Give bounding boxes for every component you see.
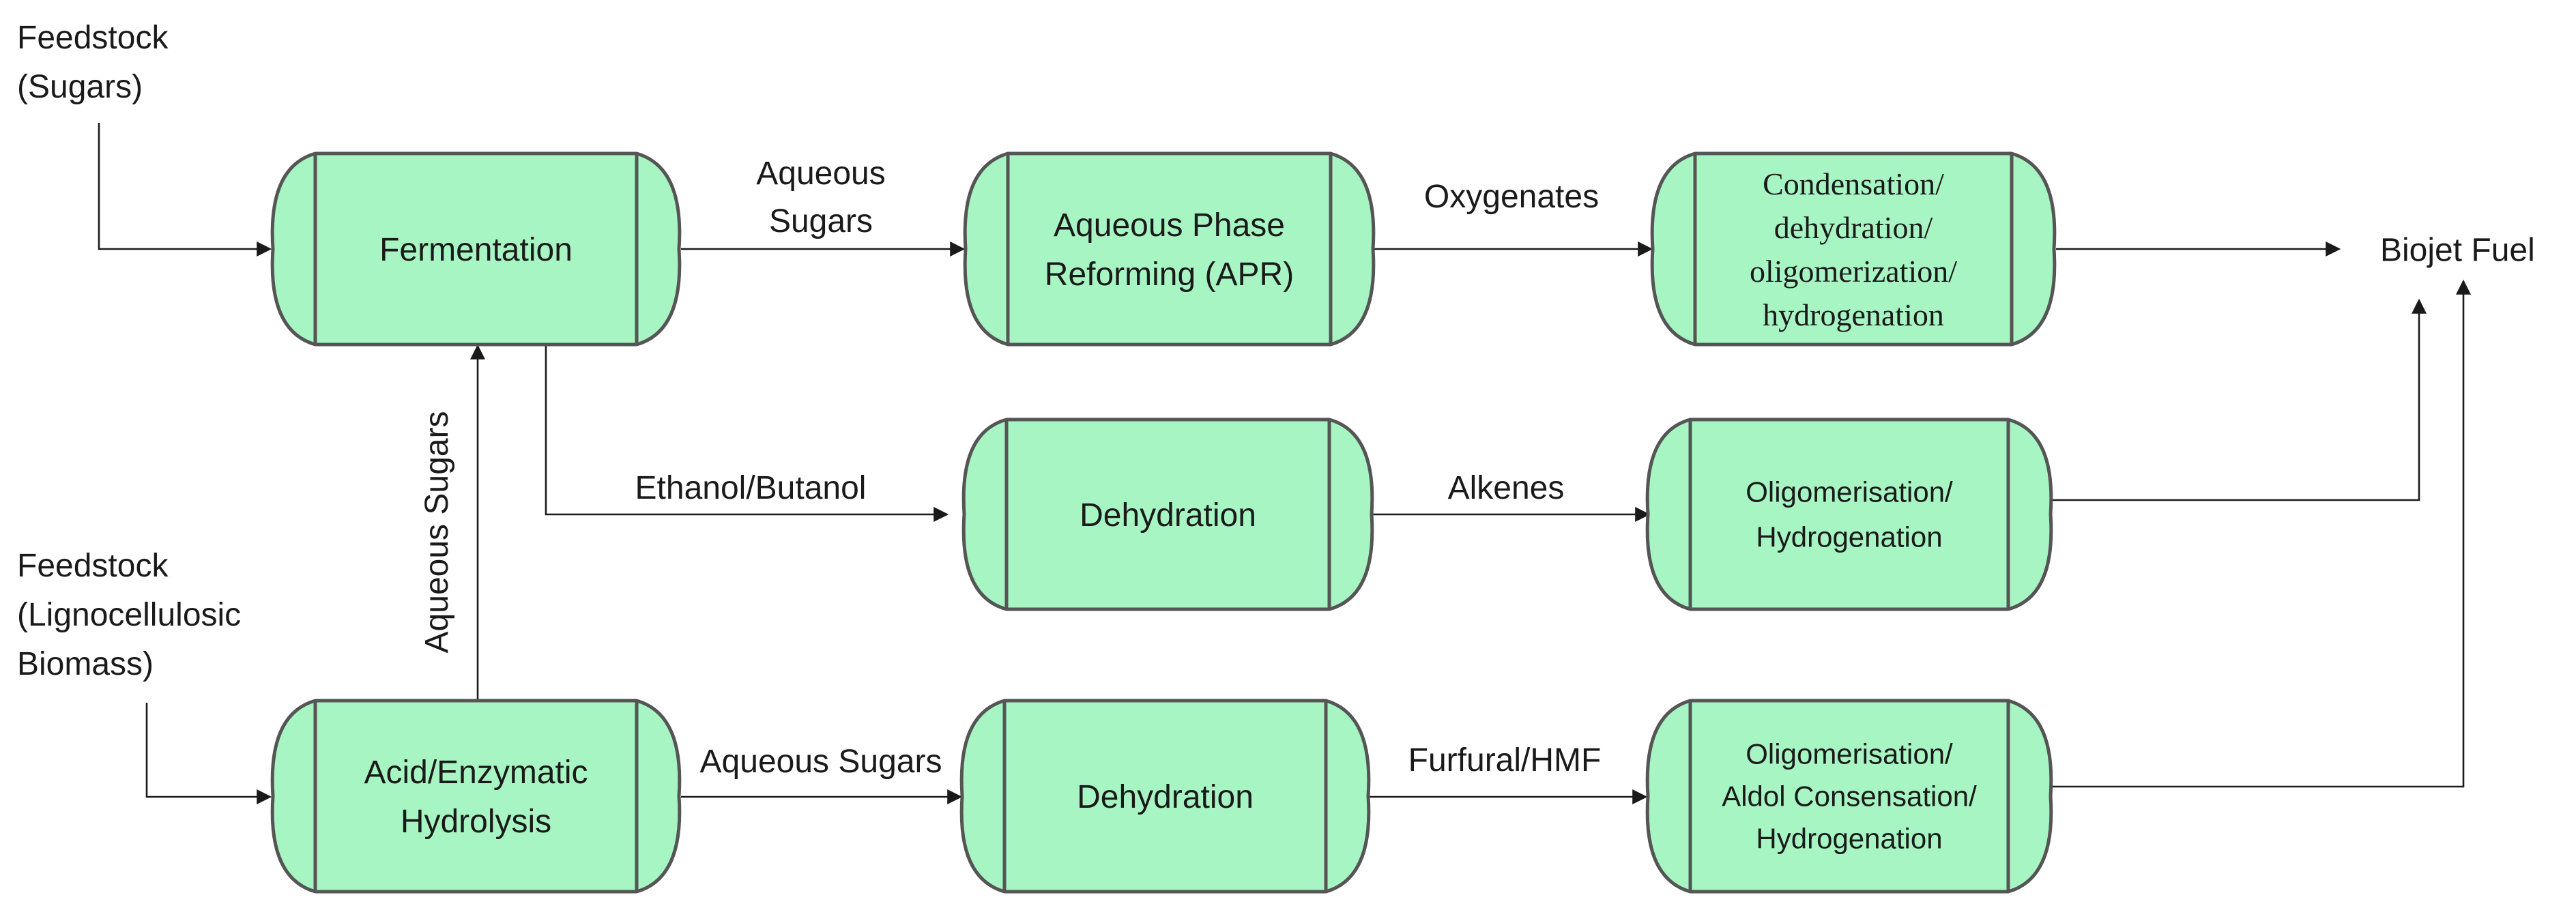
vessel-dehydration-mid: Dehydration <box>961 418 1374 611</box>
flow-label-oxygenates-line: Oxygenates <box>1424 179 1599 215</box>
vessel-label-aqueous-phase-reforming-line: Reforming (APR) <box>1045 257 1294 293</box>
biojet-fuel-output-label: Biojet Fuel <box>2380 233 2535 269</box>
vessel-label-dehydration-bottom: Dehydration <box>1077 779 1254 815</box>
vessel-label-oligomerisation-bottom: Oligomerisation/Aldol Consensation/Hydro… <box>1722 738 1977 855</box>
text-labels: Feedstock (Sugars) Feedstock (Lignocellulos… <box>17 20 2535 780</box>
vessel-label-dehydration-mid: Dehydration <box>1080 497 1256 533</box>
feedstock-lignocellulosic-label-line: Feedstock <box>17 548 169 584</box>
vessel-label-hydrolysis-line: Acid/Enzymatic <box>364 755 588 791</box>
vessel-oligomerisation-bottom: Oligomerisation/Aldol Consensation/Hydro… <box>1645 699 2053 894</box>
feedstock-lignocellulosic-label-line: (Lignocellulosic <box>17 597 241 633</box>
feedstock-sugars-label-line: (Sugars) <box>17 69 143 105</box>
flow-label-aqueous-sugars-bottom-line: Aqueous Sugars <box>700 744 942 780</box>
vessel-label-oligomerisation-bottom-line: Oligomerisation/ <box>1746 738 1953 770</box>
vessel-label-condensation-line: Condensation/ <box>1763 166 1944 201</box>
feedstock-sugars-label: Feedstock (Sugars) <box>17 20 169 105</box>
vessel-condensation: Condensation/dehydration/oligomerization… <box>1650 151 2057 347</box>
flow-label-oxygenates: Oxygenates <box>1424 179 1599 215</box>
vessel-body <box>270 699 682 894</box>
vessel-label-oligomerisation-mid: Oligomerisation/Hydrogenation <box>1746 476 1953 553</box>
flow-label-ethanol-butanol-line: Ethanol/Butanol <box>635 470 867 506</box>
connectors <box>98 123 2471 804</box>
arrow-fermentation-to-dehydration <box>545 345 949 522</box>
arrow-oligomerisation-aldol-to-biojet <box>2052 279 2471 788</box>
vessel-label-dehydration-mid-line: Dehydration <box>1080 497 1256 533</box>
vessel-dehydration-bottom: Dehydration <box>959 699 1371 894</box>
vessel-label-hydrolysis-line: Hydrolysis <box>401 804 551 840</box>
vessel-label-condensation-line: oligomerization/ <box>1750 254 1957 289</box>
vessel-label-condensation: Condensation/dehydration/oligomerization… <box>1750 166 1957 332</box>
flow-label-furfural-hmf: Furfural/HMF <box>1408 742 1602 778</box>
feedstock-lignocellulosic-label-line: Biomass) <box>17 646 154 682</box>
flow-label-aqueous-sugars-vertical: Aqueous Sugars <box>419 411 455 654</box>
vessel-label-condensation-line: hydrogenation <box>1763 297 1944 332</box>
biojet-fuel-output-label-line: Biojet Fuel <box>2380 233 2535 269</box>
flow-label-ethanol-butanol: Ethanol/Butanol <box>635 470 867 506</box>
vessel-fermentation: Fermentation <box>270 151 682 347</box>
feedstock-sugars-label-line: Feedstock <box>17 20 169 56</box>
vessel-label-oligomerisation-bottom-line: Aldol Consensation/ <box>1722 780 1977 813</box>
vessel-label-oligomerisation-bottom-line: Hydrogenation <box>1756 823 1942 855</box>
vessel-label-fermentation-line: Fermentation <box>379 232 573 268</box>
vessel-body <box>963 151 1376 347</box>
vessel-label-oligomerisation-mid-line: Oligomerisation/ <box>1746 476 1953 508</box>
flow-label-furfural-hmf-line: Furfural/HMF <box>1408 742 1602 778</box>
vessel-body <box>1645 418 2053 611</box>
vessel-label-fermentation: Fermentation <box>379 232 573 268</box>
arrow-oligomerisation-to-biojet <box>2052 298 2427 501</box>
vessel-label-dehydration-bottom-line: Dehydration <box>1077 779 1254 815</box>
flow-label-alkenes-line: Alkenes <box>1448 470 1565 506</box>
flow-label-alkenes: Alkenes <box>1448 470 1565 506</box>
flow-label-aqueous-sugars-bottom: Aqueous Sugars <box>700 744 942 780</box>
vessel-label-aqueous-phase-reforming-line: Aqueous Phase <box>1054 207 1285 244</box>
vessel-label-condensation-line: dehydration/ <box>1774 210 1933 245</box>
arrow-feedstock-lignocellulosic-to-hydrolysis <box>145 703 272 804</box>
vessel-label-oligomerisation-mid-line: Hydrogenation <box>1756 521 1942 553</box>
arrow-feedstock-sugars-to-fermentation <box>98 123 272 257</box>
vessel-oligomerisation-mid: Oligomerisation/Hydrogenation <box>1645 418 2053 611</box>
flow-label-aqueous-sugars-top-line: Aqueous <box>756 156 886 192</box>
flow-label-aqueous-sugars-top-line: Sugars <box>769 203 873 239</box>
